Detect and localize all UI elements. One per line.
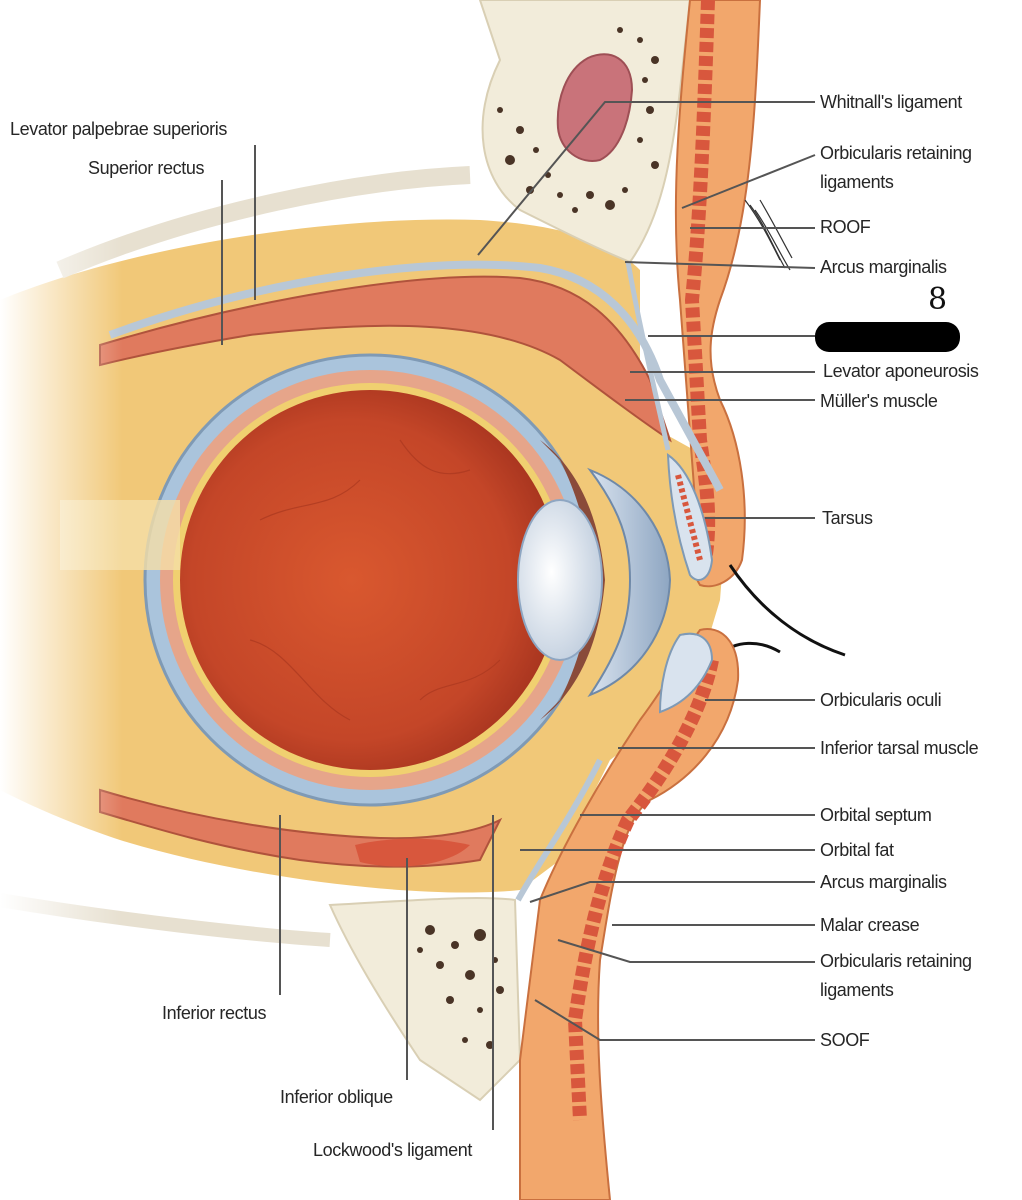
label-mullers-muscle: Müller's muscle xyxy=(820,391,938,411)
label-arcus-marginalis-top: Arcus marginalis xyxy=(820,257,947,277)
label-superior-rectus: Superior rectus xyxy=(88,158,205,178)
label-levator-palpebrae-superioris: Levator palpebrae superioris xyxy=(10,119,227,139)
label-orbital-fat: Orbital fat xyxy=(820,840,894,860)
leader-soof xyxy=(534,999,815,1041)
label-roof: ROOF xyxy=(820,217,871,237)
label-tarsus: Tarsus xyxy=(822,508,873,528)
label-malar-crease: Malar crease xyxy=(820,915,920,935)
leader-lines xyxy=(221,101,816,1130)
label-orbicularis-retaining-ligaments-top: Orbicularis retaining ligaments xyxy=(820,143,972,192)
redacted-label-box xyxy=(815,322,960,352)
label-inferior-oblique: Inferior oblique xyxy=(280,1087,393,1107)
label-lockwoods-ligament: Lockwood's ligament xyxy=(313,1140,472,1160)
label-orbital-septum: Orbital septum xyxy=(820,805,932,825)
label-orbicularis-retaining-ligaments-bottom: Orbicularis retaining ligaments xyxy=(820,951,972,1000)
label-levator-aponeurosis: Levator aponeurosis xyxy=(823,361,979,381)
leader-whitnall xyxy=(477,101,815,256)
label-inferior-rectus: Inferior rectus xyxy=(162,1003,267,1023)
label-whitnalls-ligament: Whitnall's ligament xyxy=(820,92,962,112)
leader-arcus-top xyxy=(624,261,816,269)
label-arcus-marginalis-bottom: Arcus marginalis xyxy=(820,872,947,892)
leader-orb-ret-lig-top xyxy=(681,154,816,209)
label-orbicularis-oculi: Orbicularis oculi xyxy=(820,690,942,710)
leader-arcus-bottom xyxy=(529,881,815,903)
label-soof: SOOF xyxy=(820,1030,870,1050)
handwritten-mark: 8 xyxy=(928,282,948,317)
leader-orb-ret-lig-bottom xyxy=(557,939,815,963)
label-inferior-tarsal-muscle: Inferior tarsal muscle xyxy=(820,738,979,758)
